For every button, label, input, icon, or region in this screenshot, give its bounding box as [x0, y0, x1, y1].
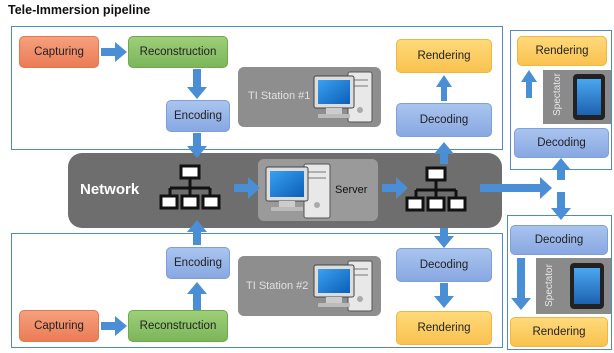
flow-arrows: [101, 42, 571, 336]
diagram-title: Tele-Immersion pipeline: [8, 3, 151, 17]
top-capturing-box: Capturing: [19, 36, 99, 68]
server-computer-icon: [265, 163, 331, 219]
spectator-top-decoding-box: Decoding: [514, 128, 609, 158]
computer-icon-station-2: [313, 260, 373, 312]
spectator-top-rendering-box: Rendering: [517, 36, 607, 66]
tablet-icon-bottom: [570, 263, 604, 309]
ti-station-1-label: TI Station #1: [248, 90, 311, 102]
top-station-frame: [11, 26, 503, 150]
network-label: Network: [80, 181, 140, 198]
top-rendering-box: Rendering: [396, 39, 492, 73]
computer-icon-station-1: [313, 71, 373, 123]
bottom-reconstruction-box: Reconstruction: [128, 310, 228, 342]
bottom-station-frame: [11, 233, 503, 348]
spectator-bottom-decoding-box: Decoding: [510, 225, 608, 255]
tablet-icon-top: [573, 74, 605, 120]
spectator-bottom-rendering-box: Rendering: [510, 317, 608, 347]
network-topology-icon-1: [159, 164, 221, 210]
top-decoding-box: Decoding: [396, 103, 492, 137]
top-reconstruction-box: Reconstruction: [128, 36, 228, 68]
bottom-rendering-box: Rendering: [396, 311, 492, 345]
bottom-decoding-box: Decoding: [396, 248, 492, 282]
top-encoding-box: Encoding: [166, 100, 230, 132]
bottom-encoding-box: Encoding: [166, 247, 230, 279]
bottom-capturing-box: Capturing: [19, 310, 99, 342]
server-label: Server: [335, 184, 368, 196]
network-topology-icon-2: [405, 166, 467, 212]
ti-station-2-label: TI Station #2: [246, 280, 309, 292]
